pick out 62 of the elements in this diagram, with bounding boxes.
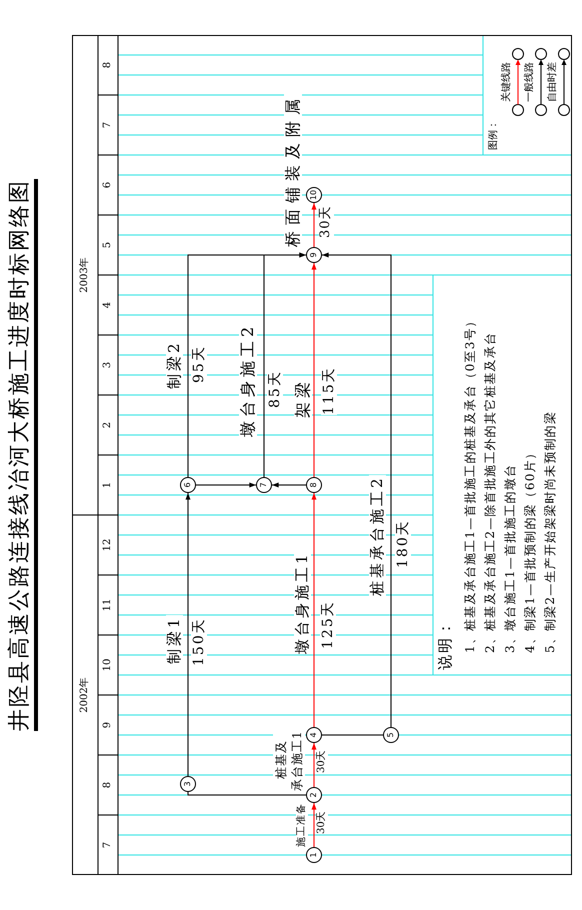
year-label: 2002年 — [80, 677, 90, 713]
month-label: 3 — [103, 362, 113, 368]
duration-label: 30天 — [319, 205, 334, 238]
duration-label: 150天 — [191, 617, 208, 666]
duration-label: 30天 — [316, 811, 328, 834]
duration-label: 95天 — [191, 345, 208, 383]
edge-label: 制梁1 — [166, 615, 183, 664]
arrow — [196, 482, 256, 488]
duration-label: 115天 — [321, 366, 338, 415]
legend-title: 图例： — [489, 120, 499, 150]
month-label: 4 — [103, 302, 113, 308]
legend-label: 自由时差 — [548, 62, 558, 102]
connector-line — [322, 734, 384, 736]
note-text: 4、制梁1—首批预制的梁（60片） — [523, 446, 538, 653]
duration-label: 85天 — [267, 370, 284, 408]
duration-label: 30天 — [316, 750, 328, 773]
month-label: 10 — [103, 658, 113, 672]
event-node-circle: 1 — [306, 847, 322, 863]
notes-heading: 说明： — [437, 619, 454, 670]
event-node-circle: 4 — [306, 727, 322, 743]
event-node-circle: 8 — [306, 477, 322, 493]
month-label: 7 — [103, 842, 113, 848]
duration-label: 125天 — [320, 600, 336, 649]
month-label: 6 — [103, 182, 113, 188]
edge-label: 施工准备 — [296, 803, 308, 847]
month-label: 9 — [103, 722, 113, 728]
month-label: 2 — [103, 422, 113, 428]
month-label: 5 — [103, 242, 113, 248]
note-text: 3、墩台施工1—首批施工的墩台 — [503, 464, 518, 653]
note-text: 1、桩基及承台施工1—首批施工的桩基及承台（0至3号） — [463, 314, 478, 653]
event-node-circle: 5 — [383, 727, 399, 743]
arrow — [186, 492, 190, 776]
connector-line — [188, 792, 306, 796]
arrow — [322, 252, 392, 728]
diagram-title: 井陉县高速公路连接线冶河大桥施工进度时标网络图 — [7, 179, 38, 731]
event-node-circle: 7 — [256, 477, 272, 493]
month-label: 1 — [103, 482, 113, 488]
duration-label: 180天 — [395, 519, 412, 568]
event-node-circle: 6 — [180, 477, 196, 493]
legend-label: 关键线路 — [502, 62, 512, 102]
year-label: 2003年 — [80, 257, 90, 293]
legend-label: 一般线路 — [525, 62, 535, 102]
month-label: 8 — [103, 782, 113, 788]
arrow — [312, 802, 316, 848]
month-label: 7 — [103, 122, 113, 128]
arrow — [312, 492, 316, 728]
month-label: 8 — [103, 62, 113, 68]
arrow — [312, 262, 316, 478]
event-node-circle: 9 — [306, 247, 322, 263]
note-text: 2、桩基及承台施工2—除首批施工外的其它桩基及承台 — [483, 332, 498, 653]
month-label: 11 — [103, 598, 113, 612]
edge-label: 桥面铺装及附属 — [284, 93, 302, 247]
arrow — [272, 482, 306, 488]
edge-label: 桩基承台施工2 — [369, 475, 386, 596]
month-label: 12 — [103, 538, 113, 552]
note-text: 5、制梁2—生产开始架梁时尚未预制的梁 — [543, 410, 558, 653]
arrow — [264, 252, 306, 478]
event-node-circle: 3 — [180, 776, 196, 792]
arrow — [312, 742, 316, 788]
arrow — [312, 202, 316, 248]
event-node-circle: 2 — [306, 787, 322, 803]
event-node-circle: 10 — [306, 187, 322, 203]
